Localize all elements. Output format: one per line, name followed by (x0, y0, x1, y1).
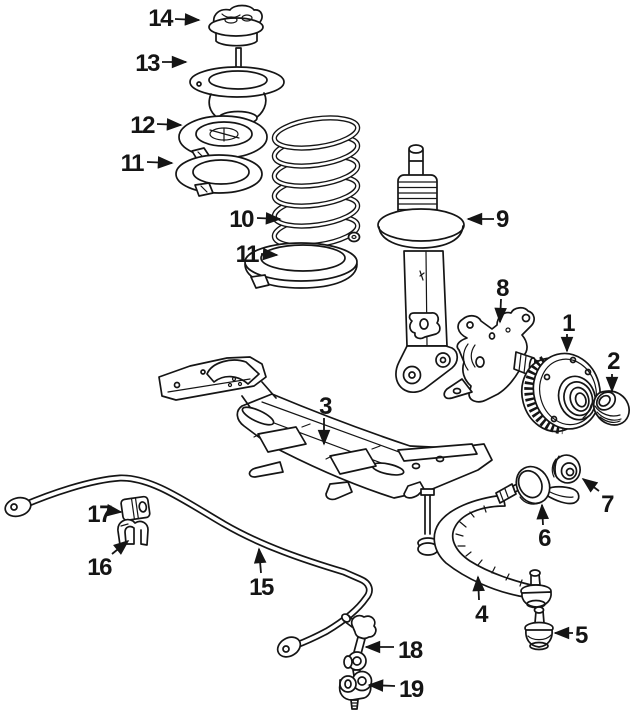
callout-arrow-8 (494, 298, 507, 324)
callout-label-16: 16 (87, 554, 112, 581)
callout-label-2: 2 (607, 348, 620, 375)
part-ball-joint (524, 606, 554, 651)
part-strut-mount (189, 47, 285, 126)
callout-label-15: 15 (249, 574, 274, 601)
part-link-bracket (338, 670, 373, 710)
part-grease-cap (592, 390, 630, 426)
part-wheel-hub (520, 352, 601, 435)
callout-label-19: 19 (399, 676, 424, 703)
callout-5: 5 (553, 622, 590, 649)
callout-18: 18 (364, 637, 424, 664)
callout-19: 19 (367, 676, 425, 703)
callout-2: 2 (605, 348, 622, 393)
callout-12: 12 (130, 112, 183, 139)
callout-arrow-16 (111, 540, 130, 555)
callout-1: 1 (560, 310, 577, 353)
callout-16: 16 (87, 540, 130, 581)
part-steering-knuckle (443, 307, 544, 403)
callout-arrow-15 (253, 547, 267, 574)
part-crossmember (158, 356, 493, 501)
part-spring-pad-upper (175, 154, 263, 197)
callout-8: 8 (494, 275, 511, 324)
part-strut-mount-cap (208, 4, 264, 47)
callout-13: 13 (135, 50, 188, 77)
callout-11-lower: 11 (236, 241, 279, 268)
callout-10: 10 (229, 206, 282, 233)
callout-9: 9 (466, 206, 511, 233)
callout-14: 14 (148, 5, 201, 32)
part-bushing-bracket (117, 518, 149, 546)
callout-label-9: 9 (496, 206, 509, 233)
callout-label-11-upper: 11 (121, 150, 145, 177)
callout-17: 17 (87, 501, 123, 528)
callout-label-12: 12 (130, 112, 155, 139)
callout-label-13: 13 (135, 50, 160, 77)
callout-arrow-6 (536, 503, 550, 526)
callout-arrow-12 (156, 118, 183, 131)
callout-label-8: 8 (496, 275, 509, 302)
part-spring-pad-lower (244, 242, 358, 289)
callout-label-10: 10 (229, 206, 254, 233)
part-strut (377, 144, 465, 393)
callout-label-6: 6 (538, 525, 551, 552)
callout-label-14: 14 (148, 5, 174, 32)
callout-arrow-17 (106, 503, 123, 517)
callout-label-4: 4 (475, 601, 489, 628)
callout-arrow-11-lower (260, 247, 279, 261)
callout-4: 4 (472, 575, 491, 628)
callout-label-7: 7 (601, 491, 614, 518)
part-arm-bushing-bracket (515, 465, 580, 505)
callout-arrow-10 (256, 212, 282, 225)
part-lower-control-arm (417, 482, 552, 609)
callout-label-18: 18 (398, 637, 423, 664)
callout-arrow-7 (581, 478, 600, 493)
callout-label-1: 1 (562, 310, 575, 337)
part-stabilizer-link (341, 613, 377, 677)
callout-11-upper: 11 (121, 150, 174, 177)
callout-6: 6 (536, 503, 553, 552)
callout-arrow-11-upper (146, 156, 174, 169)
callout-3: 3 (317, 393, 334, 446)
part-coil-spring (271, 115, 361, 249)
callout-arrow-14 (174, 13, 201, 26)
callout-7: 7 (581, 478, 616, 518)
callout-label-5: 5 (575, 622, 588, 649)
part-stabilizer-bar (4, 474, 373, 658)
callout-arrow-4 (472, 575, 485, 601)
part-stabilizer-bushing (120, 495, 151, 522)
callout-15: 15 (249, 547, 275, 601)
part-bushing (551, 454, 581, 484)
callout-label-17: 17 (87, 501, 112, 528)
callout-label-11-lower: 11 (236, 241, 260, 268)
callout-arrow-19 (367, 679, 396, 692)
callout-label-3: 3 (319, 393, 332, 420)
